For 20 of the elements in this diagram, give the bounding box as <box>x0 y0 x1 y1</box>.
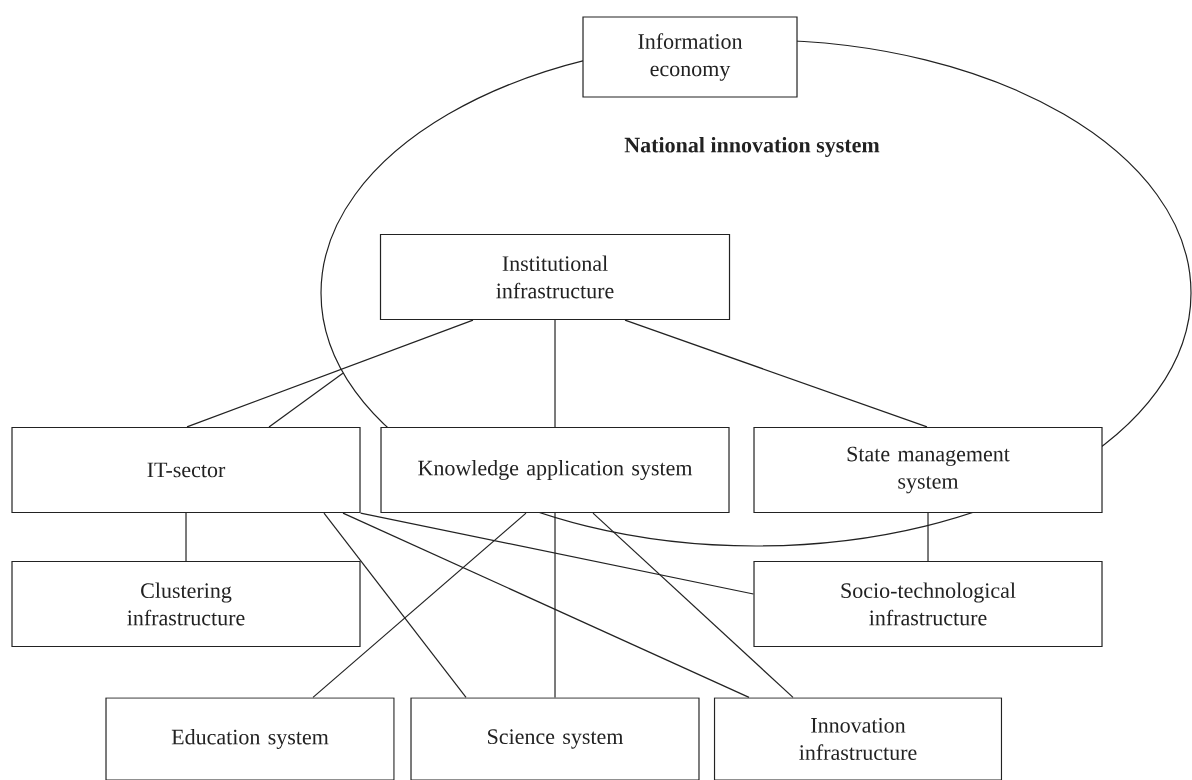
process-box: Clustering infrastructure <box>11 560 361 648</box>
connector-line <box>554 319 556 428</box>
connector-line <box>268 372 344 428</box>
connector-line <box>927 512 929 562</box>
connector-line <box>360 512 754 595</box>
process-box: Information economy <box>582 16 798 98</box>
process-box: Socio-technological infrastructure <box>753 560 1103 648</box>
connector-line <box>624 319 928 428</box>
process-box: Science system <box>410 697 700 780</box>
process-box: Education system <box>105 697 395 780</box>
connector-line <box>185 512 187 562</box>
process-box: Innovation infrastructure <box>713 697 1003 780</box>
connector-line <box>312 512 527 698</box>
connector-line <box>323 512 467 698</box>
process-box: IT-sector <box>11 426 361 514</box>
process-box: Institutional infrastructure <box>379 233 731 321</box>
connector-line <box>554 512 556 698</box>
connector-line <box>186 319 474 428</box>
connector-line <box>592 512 794 698</box>
connector-line <box>342 512 750 698</box>
